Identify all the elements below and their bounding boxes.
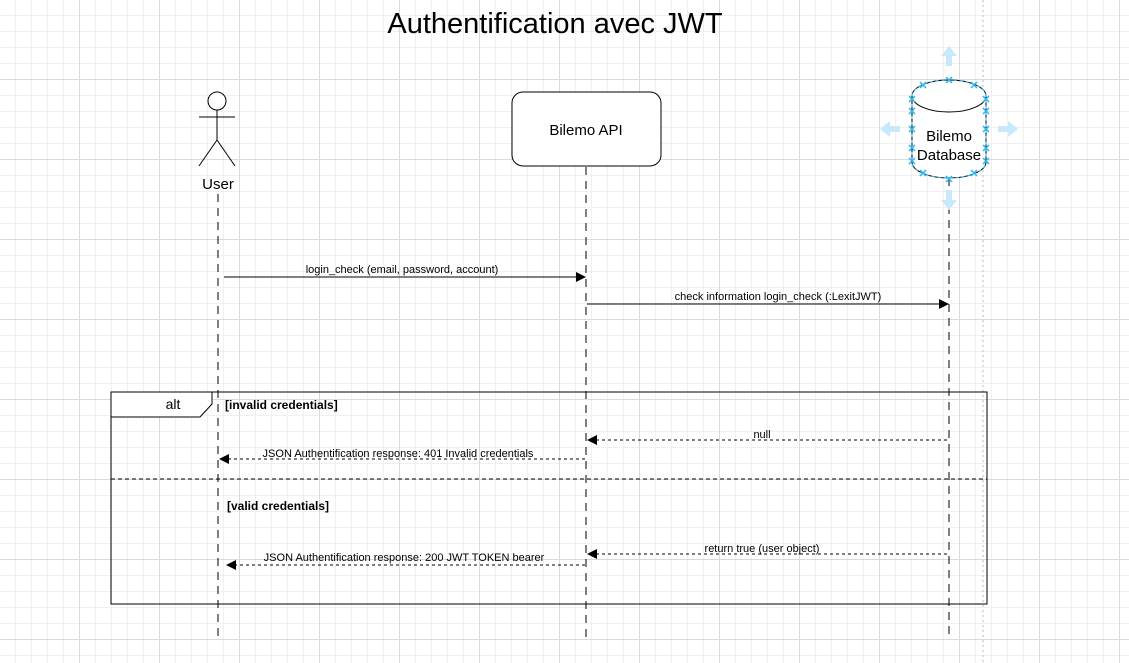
message-label: JSON Authentification response: 401 Inva… [263, 448, 534, 460]
participant-db-label-line2: Database [917, 147, 981, 164]
message-check-information[interactable]: check information login_check (:LexitJWT… [587, 291, 949, 309]
participant-user[interactable]: User [198, 91, 236, 193]
alt-fragment[interactable]: alt [invalid credentials] [valid credent… [110, 391, 988, 605]
message-return-true[interactable]: return true (user object) [587, 543, 947, 559]
message-401-response[interactable]: JSON Authentification response: 401 Inva… [219, 448, 585, 464]
message-label: JSON Authentification response: 200 JWT … [264, 552, 545, 564]
alt-guard-invalid: [invalid credentials] [225, 398, 338, 412]
message-login-check[interactable]: login_check (email, password, account) [224, 264, 586, 282]
alt-operator-label: alt [166, 396, 181, 412]
message-label: null [753, 429, 770, 441]
actor-right-leg [216, 139, 236, 167]
connect-arrow-right-icon[interactable] [998, 121, 1018, 137]
connect-arrow-down-icon[interactable] [941, 190, 957, 210]
connect-arrow-up-icon[interactable] [941, 46, 957, 66]
database-cylinder-rim [911, 95, 987, 113]
actor-left-leg [198, 139, 218, 167]
diagram-title: Authentification avec JWT [387, 8, 723, 40]
alt-fragment-frame [110, 391, 988, 605]
message-label: return true (user object) [705, 543, 820, 555]
alt-guard-valid: [valid credentials] [227, 499, 329, 513]
participant-api-label: Bilemo API [549, 122, 622, 139]
participant-api[interactable]: Bilemo API [511, 91, 662, 167]
message-200-response[interactable]: JSON Authentification response: 200 JWT … [226, 552, 585, 570]
connect-arrow-left-icon[interactable] [880, 121, 900, 137]
message-label: login_check (email, password, account) [306, 264, 499, 276]
actor-head [207, 91, 227, 111]
participant-db-label-line1: Bilemo [926, 128, 972, 145]
selection-handles[interactable] [908, 76, 990, 183]
participant-api-box [511, 91, 662, 167]
participant-user-label: User [202, 176, 234, 193]
alt-operator-tab [110, 391, 213, 418]
message-null[interactable]: null [587, 429, 947, 445]
participant-db[interactable]: Bilemo Database [880, 46, 1018, 210]
message-label: check information login_check (:LexitJWT… [675, 291, 882, 303]
